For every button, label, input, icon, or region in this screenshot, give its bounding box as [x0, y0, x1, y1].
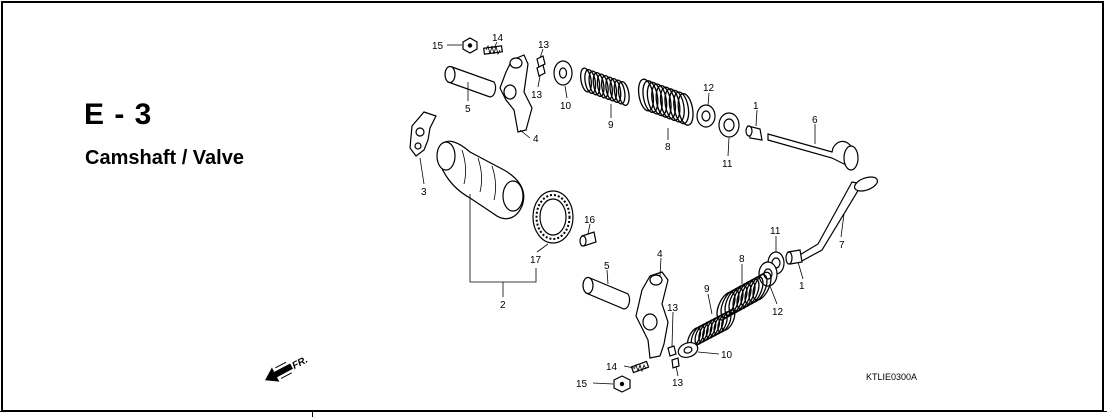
callout-2: 2 — [500, 300, 506, 311]
callout-5-lower: 5 — [604, 261, 610, 272]
callout-4-lower: 4 — [657, 249, 663, 260]
spring-seat-part-lower — [758, 261, 778, 287]
spring-coil — [580, 67, 592, 93]
callout-13-upper-a: 13 — [538, 40, 550, 51]
spring-retainer-part-lower — [677, 341, 699, 359]
callout-13-lower-a: 13 — [667, 303, 679, 314]
spring-coil — [677, 92, 694, 126]
cam-holder-part — [409, 111, 437, 157]
stem-seal-part-lower — [785, 249, 803, 265]
reference-code: KTLIE0300A — [866, 372, 918, 382]
spring-seat-part-upper — [696, 104, 716, 128]
stem-seal-part-upper — [745, 125, 763, 141]
valve-cotter-part-upper — [536, 55, 546, 77]
adjust-screw-part-lower — [630, 360, 650, 374]
spring-coil — [617, 81, 630, 106]
callout-13-lower-b: 13 — [672, 378, 684, 389]
section-title: Camshaft / Valve — [85, 147, 244, 169]
callout-5-upper: 5 — [465, 104, 471, 115]
callout-10-upper: 10 — [560, 101, 572, 112]
camshaft-bearing-part — [532, 190, 574, 244]
spring-coil — [596, 73, 609, 99]
spring-coil — [584, 69, 597, 94]
spring-coil — [588, 70, 601, 96]
callout-3: 3 — [421, 187, 427, 198]
callout-14-lower: 14 — [606, 362, 618, 373]
leader-lines — [419, 41, 845, 385]
callout-10-lower: 10 — [721, 350, 733, 361]
inner-spring-part-upper — [580, 67, 630, 106]
callout-12-lower: 12 — [772, 307, 784, 318]
spring-coil — [601, 75, 613, 100]
dowel-pin-part — [579, 231, 597, 247]
section-code: E - 3 — [84, 98, 153, 131]
callout-17: 17 — [530, 255, 542, 266]
callout-4-upper: 4 — [533, 134, 539, 145]
callout-8-lower: 8 — [739, 254, 745, 265]
callout-9-lower: 9 — [704, 284, 710, 295]
spring-coil — [609, 78, 622, 103]
spring-retainer-part-upper — [553, 60, 573, 86]
callout-9-upper: 9 — [608, 120, 614, 131]
spring-coil — [748, 273, 768, 303]
callout-6: 6 — [812, 115, 818, 126]
callout-1-lower: 1 — [799, 281, 805, 292]
outer-spring-part-upper — [637, 78, 694, 126]
spring-coil — [752, 271, 772, 301]
camshaft-part — [436, 140, 525, 220]
spring-coil — [613, 79, 626, 105]
callout-16: 16 — [584, 215, 596, 226]
callout-labels: 15 14 13 13 5 10 9 12 1 6 4 8 11 3 16 17… — [421, 33, 845, 390]
rocker-shaft-part-lower — [582, 276, 631, 310]
callout-1-upper: 1 — [753, 101, 759, 112]
rocker-arm-part-lower — [635, 271, 669, 359]
washer-part-upper — [718, 112, 740, 138]
callout-7: 7 — [839, 240, 845, 251]
nut-part-upper — [462, 37, 478, 54]
bottom-tick — [312, 411, 313, 417]
callout-14-upper: 14 — [492, 33, 504, 44]
valve-cotter-part-lower — [667, 345, 680, 369]
outer-spring-part-lower — [716, 271, 772, 321]
spring-coil — [605, 76, 618, 102]
front-direction-arrow-icon: FR. — [265, 355, 310, 382]
adjust-screw-part-upper — [482, 44, 504, 56]
callout-12-upper: 12 — [703, 83, 715, 94]
callout-11-upper: 11 — [722, 159, 733, 170]
callout-13-upper-b: 13 — [531, 90, 543, 101]
spring-coil — [592, 72, 605, 97]
rocker-shaft-part-upper — [444, 65, 497, 98]
bottom-rule — [0, 411, 1107, 412]
callout-15-upper: 15 — [432, 41, 444, 52]
front-direction-label: FR. — [291, 355, 310, 372]
callout-15-lower: 15 — [576, 379, 588, 390]
callout-11-lower: 11 — [770, 226, 781, 237]
callout-8-upper: 8 — [665, 142, 671, 153]
spring-coil — [717, 311, 732, 333]
spring-coil — [721, 309, 736, 331]
rocker-arm-part-upper — [499, 54, 533, 133]
nut-part-lower — [613, 375, 631, 393]
intake-valve-part — [767, 133, 859, 171]
